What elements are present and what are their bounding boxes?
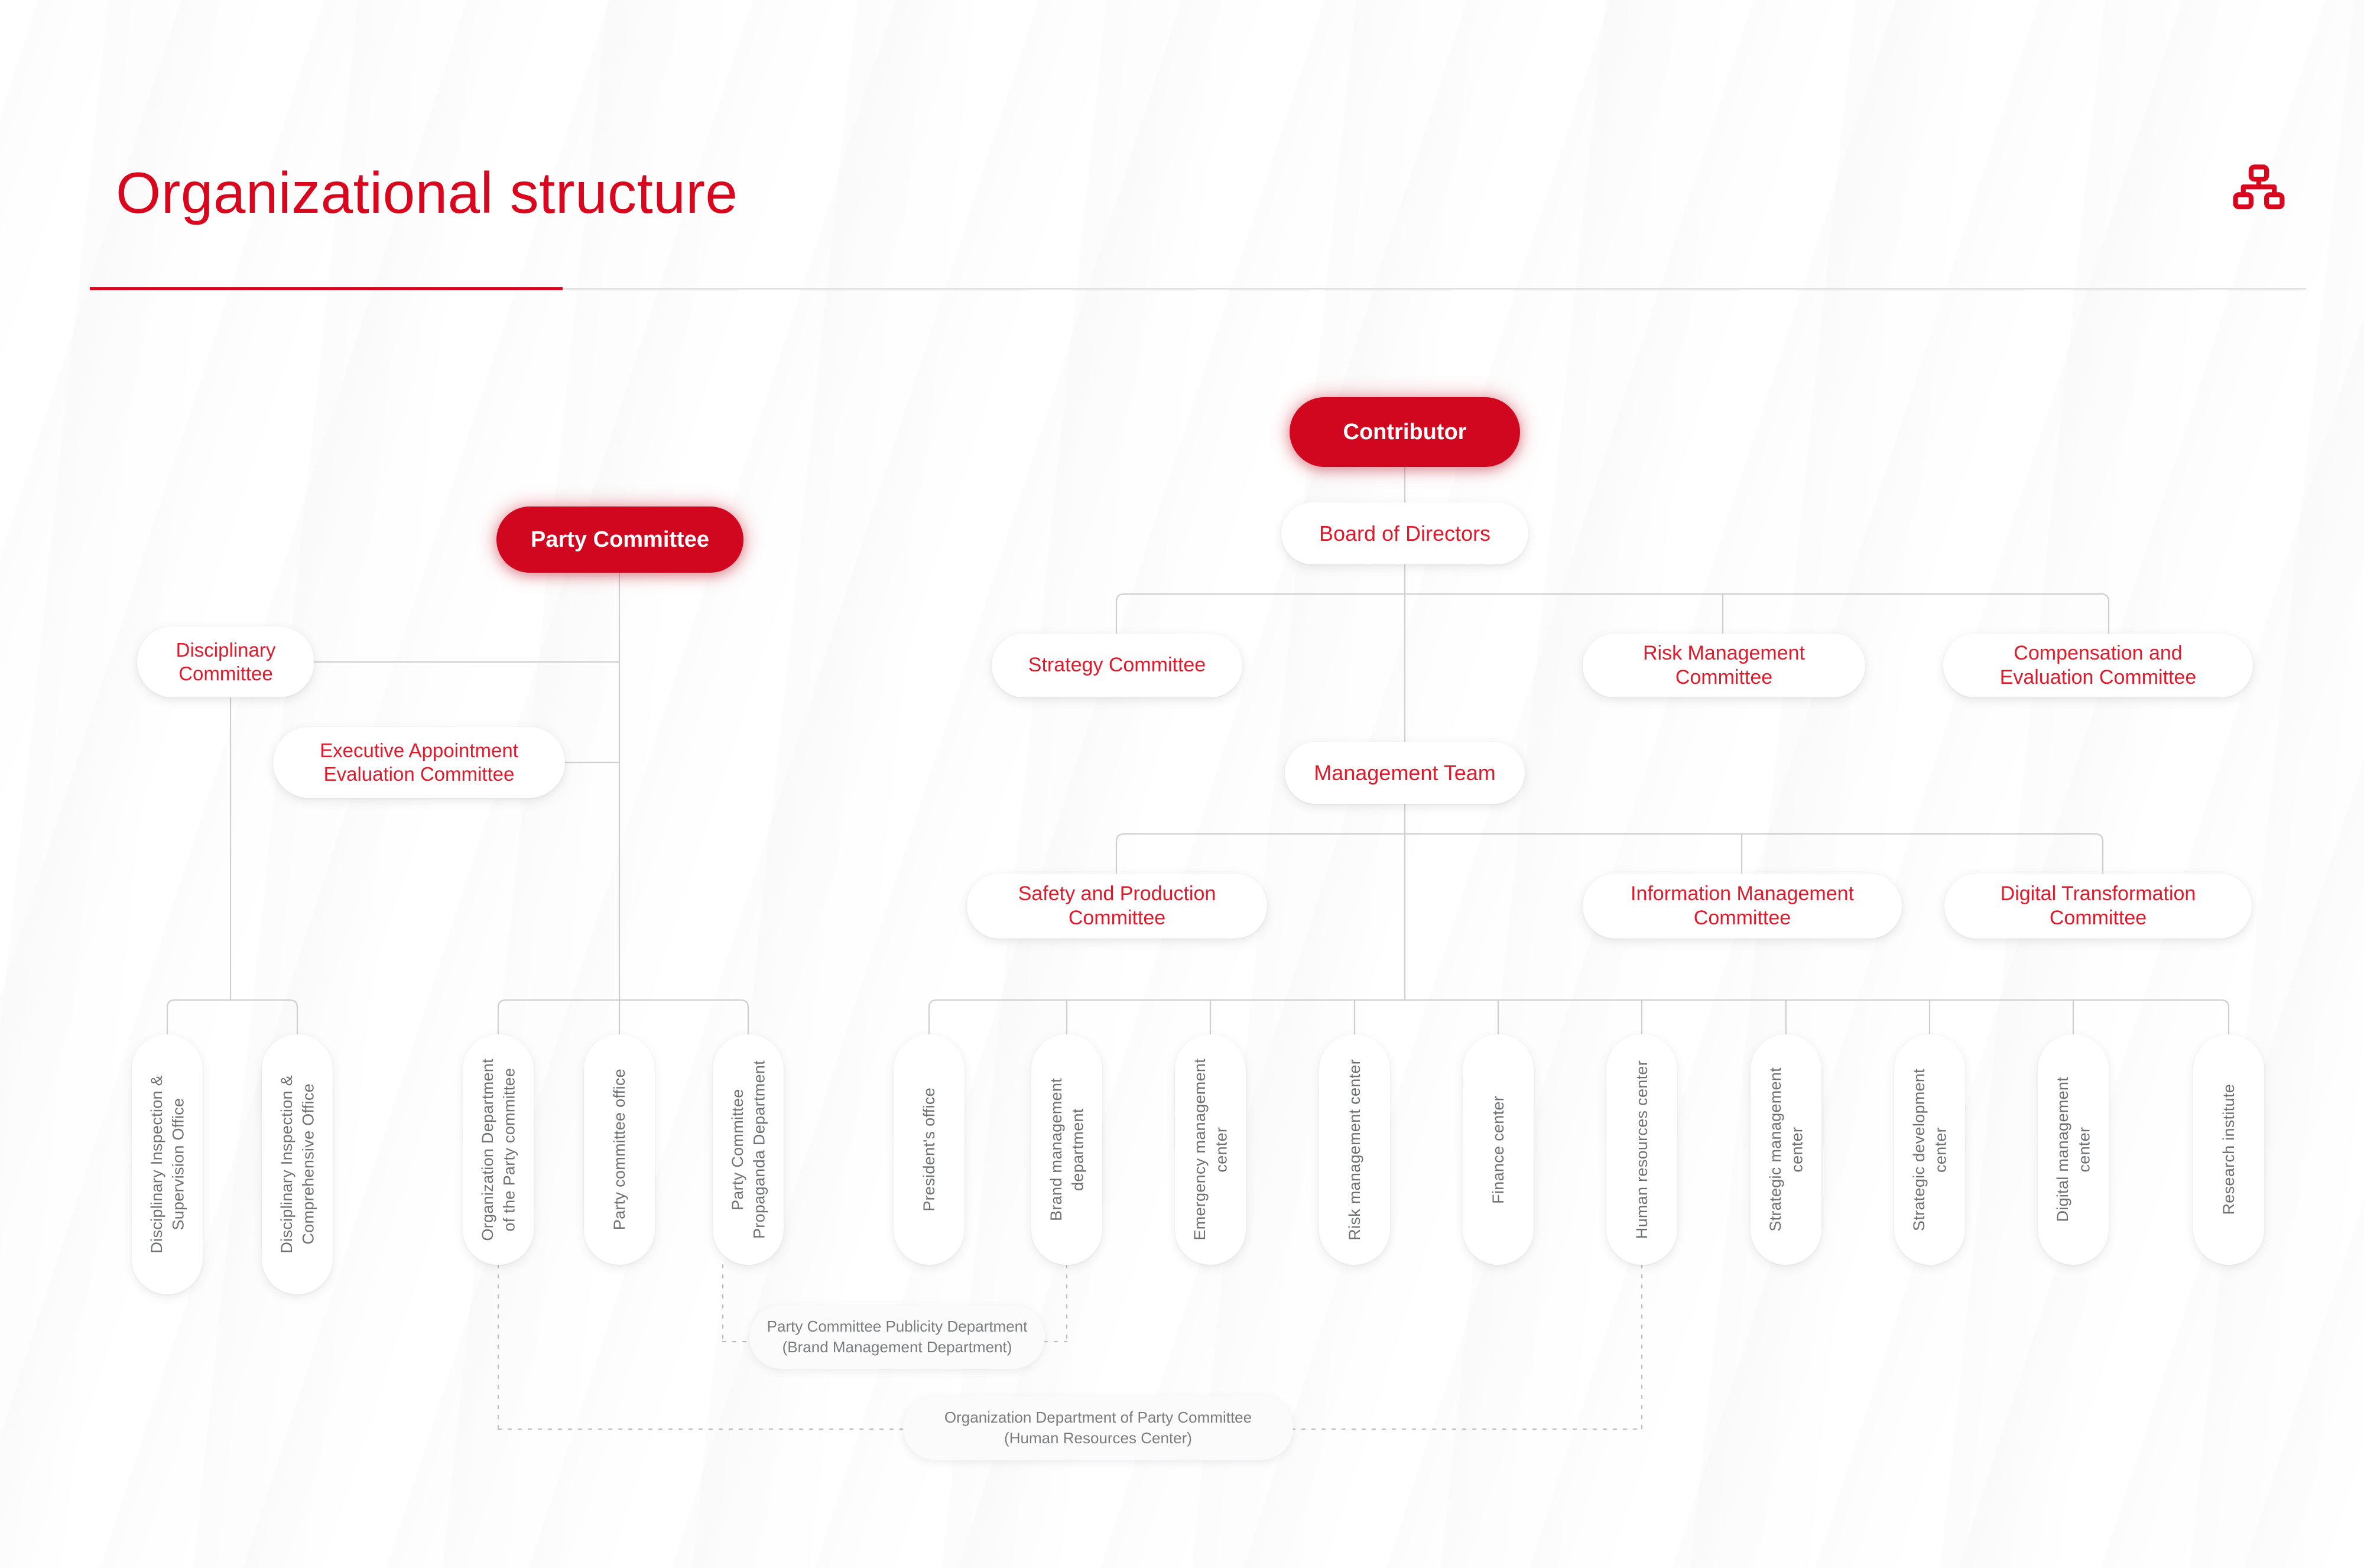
leaf-label: Digital management center [2053, 1077, 2093, 1222]
node-board-of-directors[interactable]: Board of Directors [1281, 502, 1528, 564]
leaf-label: Disciplinary Inspection & Supervision Of… [147, 1075, 187, 1254]
header-divider [90, 287, 2306, 290]
node-contributor[interactable]: Contributor [1290, 397, 1520, 467]
node-information-management-committee-label: Information Management Committee [1631, 882, 1854, 929]
leaf-brand-management-department[interactable]: Brand management department [1031, 1034, 1102, 1265]
leaf-presidents-office[interactable]: President's office [894, 1034, 965, 1265]
leaf-label: Risk management center [1345, 1059, 1363, 1241]
node-safety-production-committee[interactable]: Safety and Production Committee [967, 874, 1267, 939]
dashed-node-organization-department-of-party-committee[interactable]: Organization Department of Party Committ… [903, 1396, 1293, 1460]
leaf-emergency-management-center[interactable]: Emergency management center [1175, 1034, 1246, 1265]
leaf-finance-center[interactable]: Finance center [1463, 1034, 1534, 1265]
leaf-label: Human resources center [1632, 1060, 1651, 1239]
node-strategy-committee[interactable]: Strategy Committee [992, 634, 1242, 697]
node-disciplinary-committee[interactable]: Disciplinary Committee [137, 626, 314, 697]
leaf-label: President's office [920, 1087, 938, 1212]
leaf-label: Strategic development center [1910, 1068, 1949, 1231]
leaf-party-committee-office[interactable]: Party committee office [584, 1034, 655, 1265]
leaf-disciplinary-inspection-comprehensive-office[interactable]: Disciplinary Inspection & Comprehensive … [262, 1034, 333, 1294]
node-compensation-evaluation-committee[interactable]: Compensation and Evaluation Committee [1943, 634, 2253, 697]
leaf-label: Strategic management center [1766, 1067, 1806, 1232]
header-divider-accent [90, 287, 563, 290]
sitemap-icon [2232, 163, 2286, 216]
node-digital-transformation-committee-label: Digital Transformation Committee [2000, 882, 2196, 929]
leaf-strategic-management-center[interactable]: Strategic management center [1751, 1034, 1821, 1265]
leaf-disciplinary-inspection-supervision-office[interactable]: Disciplinary Inspection & Supervision Of… [132, 1034, 203, 1294]
header-divider-grey [90, 288, 2306, 290]
node-compensation-evaluation-committee-label: Compensation and Evaluation Committee [1999, 641, 2197, 689]
node-executive-appointment-evaluation-committee[interactable]: Executive Appointment Evaluation Committ… [273, 727, 565, 798]
node-management-team[interactable]: Management Team [1285, 742, 1525, 804]
leaf-risk-management-center[interactable]: Risk management center [1319, 1034, 1390, 1265]
leaf-strategic-development-center[interactable]: Strategic development center [1894, 1034, 1965, 1265]
node-digital-transformation-committee[interactable]: Digital Transformation Committee [1944, 874, 2252, 939]
leaf-label: Brand management department [1047, 1078, 1086, 1221]
leaf-organization-department-of-the-party-committee[interactable]: Organization Department of the Party com… [463, 1034, 534, 1265]
dashed-node-label: Party Committee Publicity Department (Br… [767, 1317, 1028, 1356]
node-disciplinary-committee-label: Disciplinary Committee [176, 638, 276, 684]
node-executive-appointment-evaluation-committee-label: Executive Appointment Evaluation Committ… [320, 739, 518, 785]
leaf-label: Disciplinary Inspection & Comprehensive … [277, 1075, 317, 1254]
node-risk-management-committee[interactable]: Risk Management Committee [1583, 634, 1865, 697]
leaf-research-institute[interactable]: Research institute [2193, 1034, 2264, 1265]
node-board-of-directors-label: Board of Directors [1319, 521, 1491, 546]
page-title: Organizational structure [116, 160, 738, 225]
node-contributor-label: Contributor [1343, 419, 1467, 444]
node-party-committee[interactable]: Party Committee [496, 507, 743, 573]
node-safety-production-committee-label: Safety and Production Committee [1018, 882, 1216, 929]
node-strategy-committee-label: Strategy Committee [1028, 654, 1206, 677]
leaf-party-committee-propaganda-department[interactable]: Party Committee Propaganda Department [713, 1034, 784, 1265]
leaf-label: Research institute [2219, 1084, 2238, 1215]
dashed-node-label: Organization Department of Party Committ… [944, 1408, 1252, 1447]
node-management-team-label: Management Team [1314, 760, 1496, 785]
node-party-committee-label: Party Committee [531, 527, 709, 552]
leaf-human-resources-center[interactable]: Human resources center [1606, 1034, 1677, 1265]
leaf-label: Party committee office [610, 1069, 628, 1231]
leaf-label: Party Committee Propaganda Department [728, 1060, 768, 1239]
leaf-label: Finance center [1489, 1095, 1507, 1204]
node-risk-management-committee-label: Risk Management Committee [1642, 641, 1805, 689]
node-information-management-committee[interactable]: Information Management Committee [1583, 874, 1902, 939]
leaf-label: Emergency management center [1190, 1059, 1230, 1241]
leaf-digital-management-center[interactable]: Digital management center [2038, 1034, 2109, 1265]
leaf-label: Organization Department of the Party com… [478, 1058, 518, 1241]
dashed-node-party-committee-publicity-department[interactable]: Party Committee Publicity Department (Br… [749, 1305, 1045, 1369]
